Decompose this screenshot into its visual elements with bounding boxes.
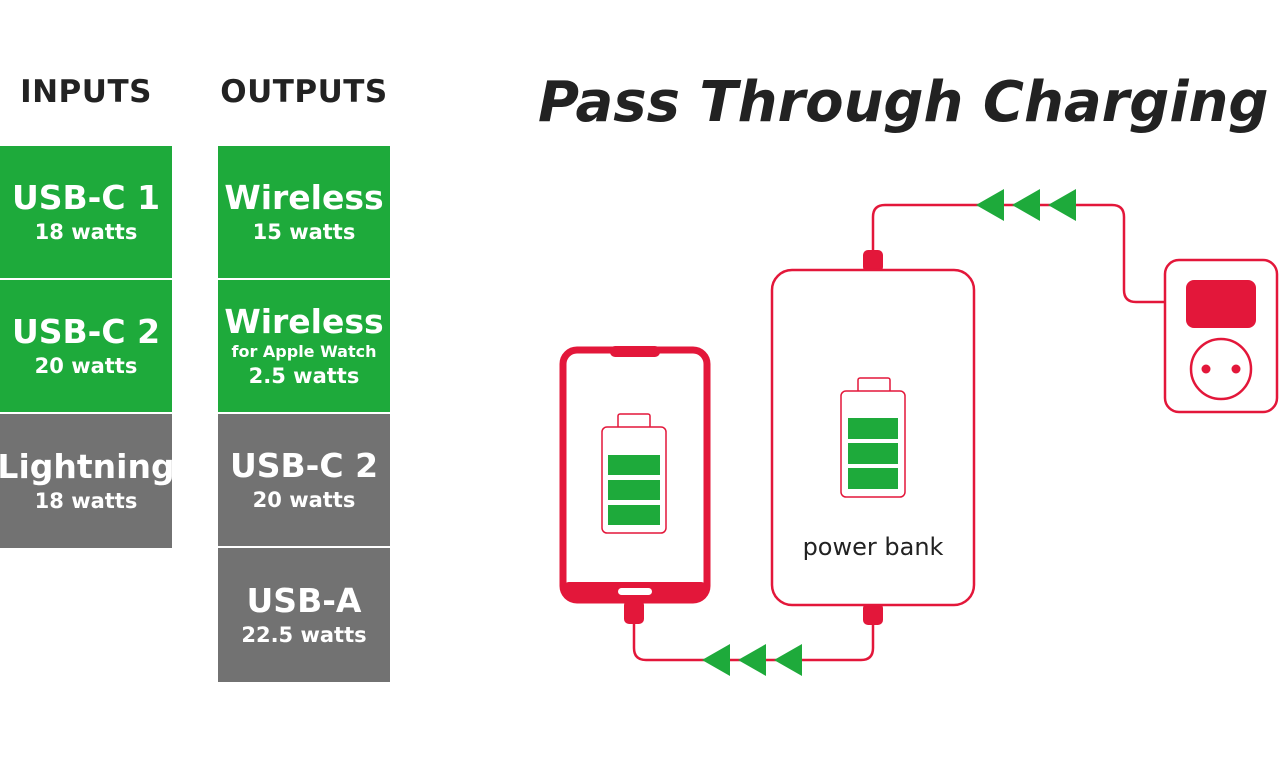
battery-icon xyxy=(840,377,906,498)
output-watts: 2.5 watts xyxy=(248,364,360,388)
input-usb-c-2: USB-C 2 20 watts xyxy=(0,280,172,414)
input-watts: 18 watts xyxy=(34,220,138,244)
input-name: USB-C 2 xyxy=(11,312,161,351)
outputs-column: Wireless 15 watts Wireless for Apple Wat… xyxy=(218,146,390,682)
input-name: USB-C 1 xyxy=(11,178,161,217)
input-lightning: Lightning 18 watts xyxy=(0,414,175,548)
battery-icon xyxy=(601,413,667,534)
input-usb-c-1: USB-C 1 18 watts xyxy=(0,146,172,280)
inputs-column: USB-C 1 18 watts USB-C 2 20 watts Lightn… xyxy=(0,146,175,548)
outputs-heading: OUTPUTS xyxy=(220,74,388,110)
output-watts: 15 watts xyxy=(252,220,356,244)
output-watts: 20 watts xyxy=(252,488,356,512)
input-watts: 20 watts xyxy=(34,354,138,378)
arrow-left-icon xyxy=(702,644,802,676)
output-name: USB-A xyxy=(246,581,362,620)
inputs-heading: INPUTS xyxy=(20,74,152,110)
wall-socket-icon xyxy=(1163,258,1279,414)
cable-wall-to-bank xyxy=(871,203,1186,304)
output-sub: for Apple Watch xyxy=(231,342,377,361)
input-name: Lightning xyxy=(0,447,175,486)
output-name: USB-C 2 xyxy=(229,446,379,485)
output-watts: 22.5 watts xyxy=(241,623,367,647)
diagram-title: Pass Through Charging xyxy=(538,70,1269,135)
arrow-left-icon xyxy=(976,189,1076,221)
input-watts: 18 watts xyxy=(34,489,138,513)
output-wireless-apple-watch: Wireless for Apple Watch 2.5 watts xyxy=(218,280,390,414)
output-name: Wireless xyxy=(224,178,384,217)
output-usb-a: USB-A 22.5 watts xyxy=(218,548,390,682)
power-bank-label: power bank xyxy=(803,533,944,561)
output-name: Wireless xyxy=(224,302,384,341)
output-usb-c-2: USB-C 2 20 watts xyxy=(218,414,390,548)
output-wireless: Wireless 15 watts xyxy=(218,146,390,280)
